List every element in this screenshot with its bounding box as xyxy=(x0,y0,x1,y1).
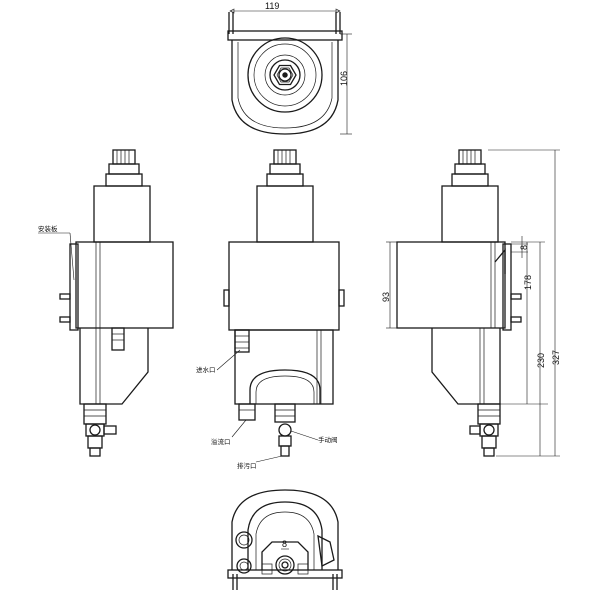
top-view: 119 106 xyxy=(227,1,352,135)
dim-gap: 8 xyxy=(519,245,529,250)
dim-top-width: 119 xyxy=(265,1,279,11)
label-water-inlet: 进水口 xyxy=(196,365,216,374)
label-manual-valve: 手动阀 xyxy=(318,435,338,444)
label-drain: 排污口 xyxy=(237,461,257,470)
dim-top-height: 106 xyxy=(339,71,349,86)
bottom-view: 8 xyxy=(227,489,343,590)
front-view: 进水口 溢流口 手动阀 排污口 xyxy=(196,149,345,470)
label-overflow: 溢流口 xyxy=(211,437,231,446)
dim-bottom-small: 8 xyxy=(282,539,287,549)
dim-total: 327 xyxy=(551,350,561,365)
dim-mid: 178 xyxy=(523,275,533,290)
label-mount-plate: 安装板 xyxy=(38,224,58,233)
right-side-view: 93 8 178 230 327 xyxy=(381,149,561,457)
dim-body: 93 xyxy=(381,292,391,302)
left-side-view: 安装板 xyxy=(38,149,174,457)
dim-lower: 230 xyxy=(536,353,546,368)
